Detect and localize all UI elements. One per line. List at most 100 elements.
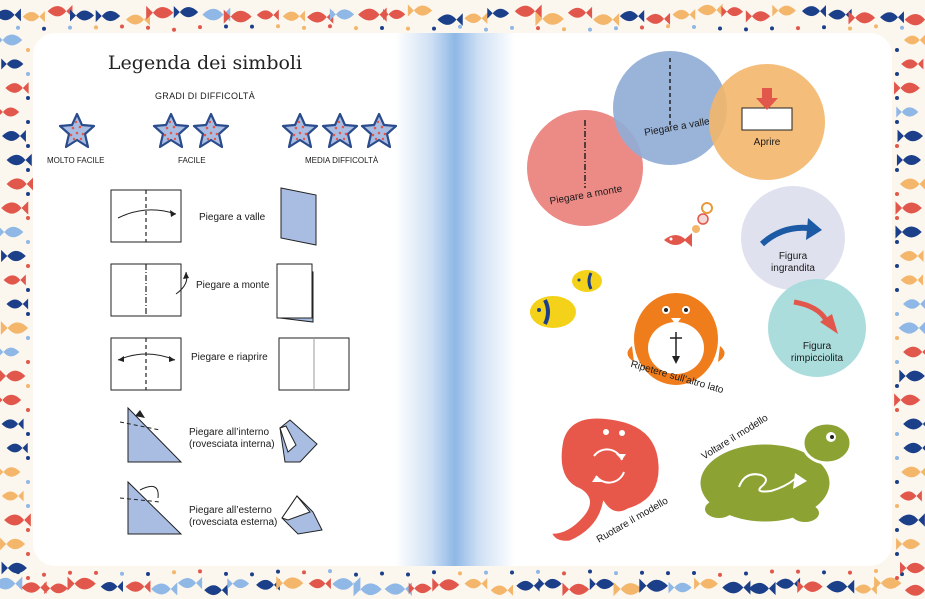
fish-icon	[613, 581, 642, 597]
dot-decoration	[432, 570, 436, 575]
fish-icon	[895, 225, 922, 239]
valley-fold-label: Piegare a valle	[199, 212, 266, 223]
valley-fold-result	[280, 187, 317, 246]
dot-decoration	[26, 336, 30, 340]
dot-decoration	[328, 24, 332, 29]
dot-decoration	[26, 240, 30, 244]
fish-icon	[797, 580, 823, 594]
fish-icon	[353, 582, 382, 597]
fish-icon	[1, 249, 26, 263]
flip-arrow-icon	[672, 356, 680, 364]
dot-decoration	[536, 569, 540, 574]
dot-decoration	[822, 570, 826, 575]
fish-icon	[589, 577, 615, 591]
dot-decoration	[718, 572, 722, 577]
dot-decoration	[380, 25, 384, 30]
dot-decoration	[874, 24, 878, 29]
fish-icon	[407, 4, 433, 17]
dot-decoration	[354, 26, 358, 31]
dot-decoration	[16, 25, 20, 30]
dot-decoration	[895, 456, 899, 460]
fish-icon	[895, 201, 922, 215]
fold-unfold-label: Piegare e riaprire	[191, 352, 268, 363]
fish-icon	[745, 10, 771, 23]
fish-icon	[151, 582, 178, 596]
fish-icon	[848, 11, 876, 25]
dot-decoration	[198, 25, 202, 30]
dot-decoration	[822, 25, 826, 30]
dot-decoration	[302, 570, 306, 575]
fish-icon	[358, 7, 387, 22]
dot-decoration	[895, 480, 899, 484]
enlarged-bubble-label: Figura ingrandita	[771, 251, 815, 274]
enlarge-arrow-icon	[806, 218, 822, 240]
fish-icon	[256, 578, 280, 591]
dot-decoration	[42, 572, 46, 577]
fish-icon	[256, 9, 279, 21]
fish-icon	[0, 394, 22, 406]
fish-icon	[896, 153, 921, 167]
enlarged-bubble	[741, 186, 845, 290]
fold-unfold-diagram	[110, 337, 182, 391]
fish-icon	[802, 5, 826, 18]
difficulty-label-very-easy: MOLTO FACILE	[47, 156, 105, 165]
book-gutter	[395, 33, 515, 566]
dot-decoration	[26, 528, 30, 532]
fish-icon	[535, 11, 564, 26]
dot-decoration	[770, 569, 774, 574]
dot-decoration	[895, 408, 899, 412]
red-fish-icon	[664, 233, 692, 247]
fish-icon	[826, 579, 855, 594]
dot-decoration	[744, 571, 748, 576]
fish-icon	[177, 577, 203, 590]
dot-decoration	[458, 571, 462, 576]
page-title: Legenda dei simboli	[107, 52, 303, 74]
fish-icon	[464, 12, 488, 25]
dot-decoration	[895, 144, 899, 148]
dot-decoration	[432, 26, 436, 31]
dot-decoration	[895, 528, 899, 532]
fish-icon	[4, 513, 31, 527]
fish-icon	[44, 582, 68, 595]
fish-icon	[772, 4, 796, 17]
dot-decoration	[26, 216, 30, 220]
dot-decoration	[26, 576, 30, 580]
dot-decoration	[848, 570, 852, 575]
fish-icon	[896, 106, 919, 118]
dot-decoration	[895, 264, 899, 268]
difficulty-label-easy: FACILE	[178, 156, 206, 165]
fish-icon	[146, 5, 174, 20]
dot-decoration	[406, 572, 410, 577]
penguin-shape	[627, 289, 725, 389]
dot-decoration	[640, 25, 644, 30]
inside-reverse-fold-result	[279, 419, 318, 463]
dot-decoration	[692, 24, 696, 29]
dot-decoration	[895, 384, 899, 388]
fish-icon	[6, 153, 32, 167]
dot-decoration	[895, 216, 899, 220]
fish-icon	[0, 370, 26, 382]
dot-decoration	[26, 384, 30, 388]
dot-decoration	[26, 264, 30, 268]
dot-decoration	[718, 26, 722, 31]
dot-decoration	[848, 26, 852, 31]
fish-icon	[619, 10, 645, 23]
dot-decoration	[510, 25, 514, 30]
fish-icon	[1, 418, 24, 430]
dot-decoration	[26, 120, 30, 124]
dot-decoration	[895, 96, 899, 100]
fish-icon	[0, 226, 24, 238]
dot-decoration	[276, 24, 280, 29]
fish-icon	[897, 129, 924, 143]
fish-icon	[697, 3, 723, 17]
fish-icon	[721, 6, 744, 18]
outside-reverse-fold-diagram	[119, 480, 183, 535]
rotate-arrows-icon	[592, 476, 602, 482]
fish-icon	[21, 581, 47, 594]
dot-decoration	[510, 570, 514, 575]
dot-decoration	[26, 48, 30, 52]
dot-decoration	[26, 360, 30, 364]
fish-icon	[828, 8, 852, 21]
reduced-bubble-label: Figura rimpicciolita	[790, 341, 844, 364]
